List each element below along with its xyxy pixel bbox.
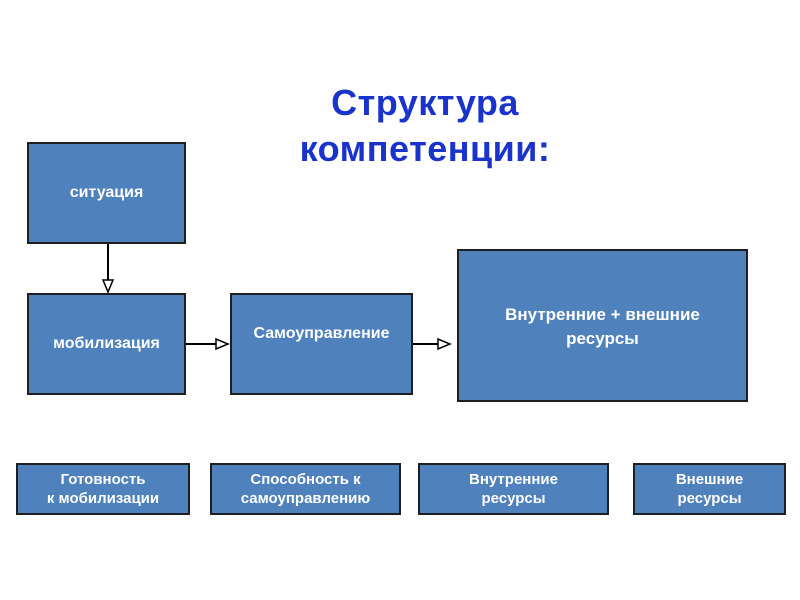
- self-management-box: Самоуправление: [230, 293, 413, 395]
- external-resources-box: Внешние ресурсы: [633, 463, 786, 515]
- self-management-ability-box: Способность к самоуправлению: [210, 463, 401, 515]
- self-management-label: Самоуправление: [253, 325, 390, 342]
- bottom-box-line-2: к мобилизации: [46, 490, 160, 507]
- bottom-box-line-1: Способность к: [250, 471, 361, 488]
- bottom-box-line-1: Готовность: [60, 471, 146, 488]
- arrow-mobilization-to-self-management: [186, 337, 230, 351]
- bottom-box-line-2: ресурсы: [677, 490, 742, 507]
- situation-label: ситуация: [69, 184, 144, 201]
- bottom-box-line-1: Внутренние: [469, 471, 558, 488]
- resources-box: Внутренние + внешние ресурсы: [457, 249, 748, 402]
- internal-resources-box: Внутренние ресурсы: [418, 463, 609, 515]
- mobilization-label: мобилизация: [53, 335, 160, 352]
- situation-box: ситуация: [27, 142, 186, 244]
- bottom-box-line-2: самоуправлению: [240, 490, 371, 507]
- resources-label: Внутренние + внешние ресурсы: [505, 305, 700, 348]
- title-line-2: компетенции:: [299, 128, 551, 169]
- bottom-box-line-1: Внешние: [675, 471, 744, 488]
- bottom-box-line-2: ресурсы: [481, 490, 546, 507]
- arrow-self-management-to-resources: [413, 337, 452, 351]
- diagram-title: Структура компетенции:: [250, 80, 600, 172]
- mobilization-box: мобилизация: [27, 293, 186, 395]
- arrow-situation-to-mobilization: [101, 244, 115, 294]
- mobilization-readiness-box: Готовность к мобилизации: [16, 463, 190, 515]
- title-line-1: Структура: [331, 82, 519, 123]
